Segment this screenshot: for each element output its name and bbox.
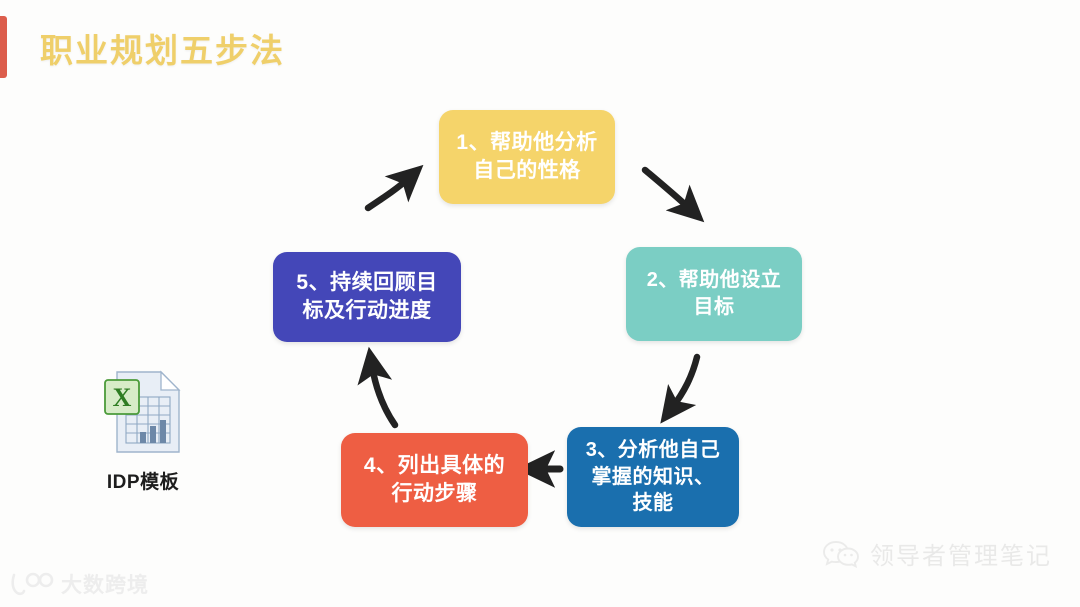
watermark-bottom-left: 大数跨境 [10, 569, 149, 599]
step-box-2[interactable]: 2、帮助他设立 目标 [626, 247, 802, 341]
excel-file-icon: X [104, 370, 181, 453]
title-accent-bar [0, 16, 7, 78]
step-box-5[interactable]: 5、持续回顾目 标及行动进度 [273, 252, 461, 342]
watermark-left-text: 大数跨境 [61, 574, 149, 597]
page-title: 职业规划五步法 [40, 32, 285, 69]
arrow-step4-to-step5 [357, 346, 399, 429]
step-box-3[interactable]: 3、分析他自己 掌握的知识、 技能 [567, 427, 739, 527]
idp-template-attachment[interactable]: X IDP模板 [82, 366, 204, 494]
svg-text:X: X [113, 383, 132, 412]
idp-template-label: IDP模板 [106, 472, 180, 493]
step-box-4[interactable]: 4、列出具体的 行动步骤 [341, 433, 528, 527]
step-box-1[interactable]: 1、帮助他分析 自己的性格 [439, 110, 615, 204]
arrow-step1-to-step2 [641, 166, 705, 223]
arrow-step2-to-step3 [660, 353, 701, 424]
watermark-bottom-right: 领导者管理笔记 [822, 536, 1052, 571]
watermark-right-text: 领导者管理笔记 [870, 543, 1052, 570]
wechat-icon [823, 540, 859, 568]
dashuakuajing-logo-icon [11, 572, 54, 596]
arrow-step5-to-step1 [364, 164, 424, 212]
